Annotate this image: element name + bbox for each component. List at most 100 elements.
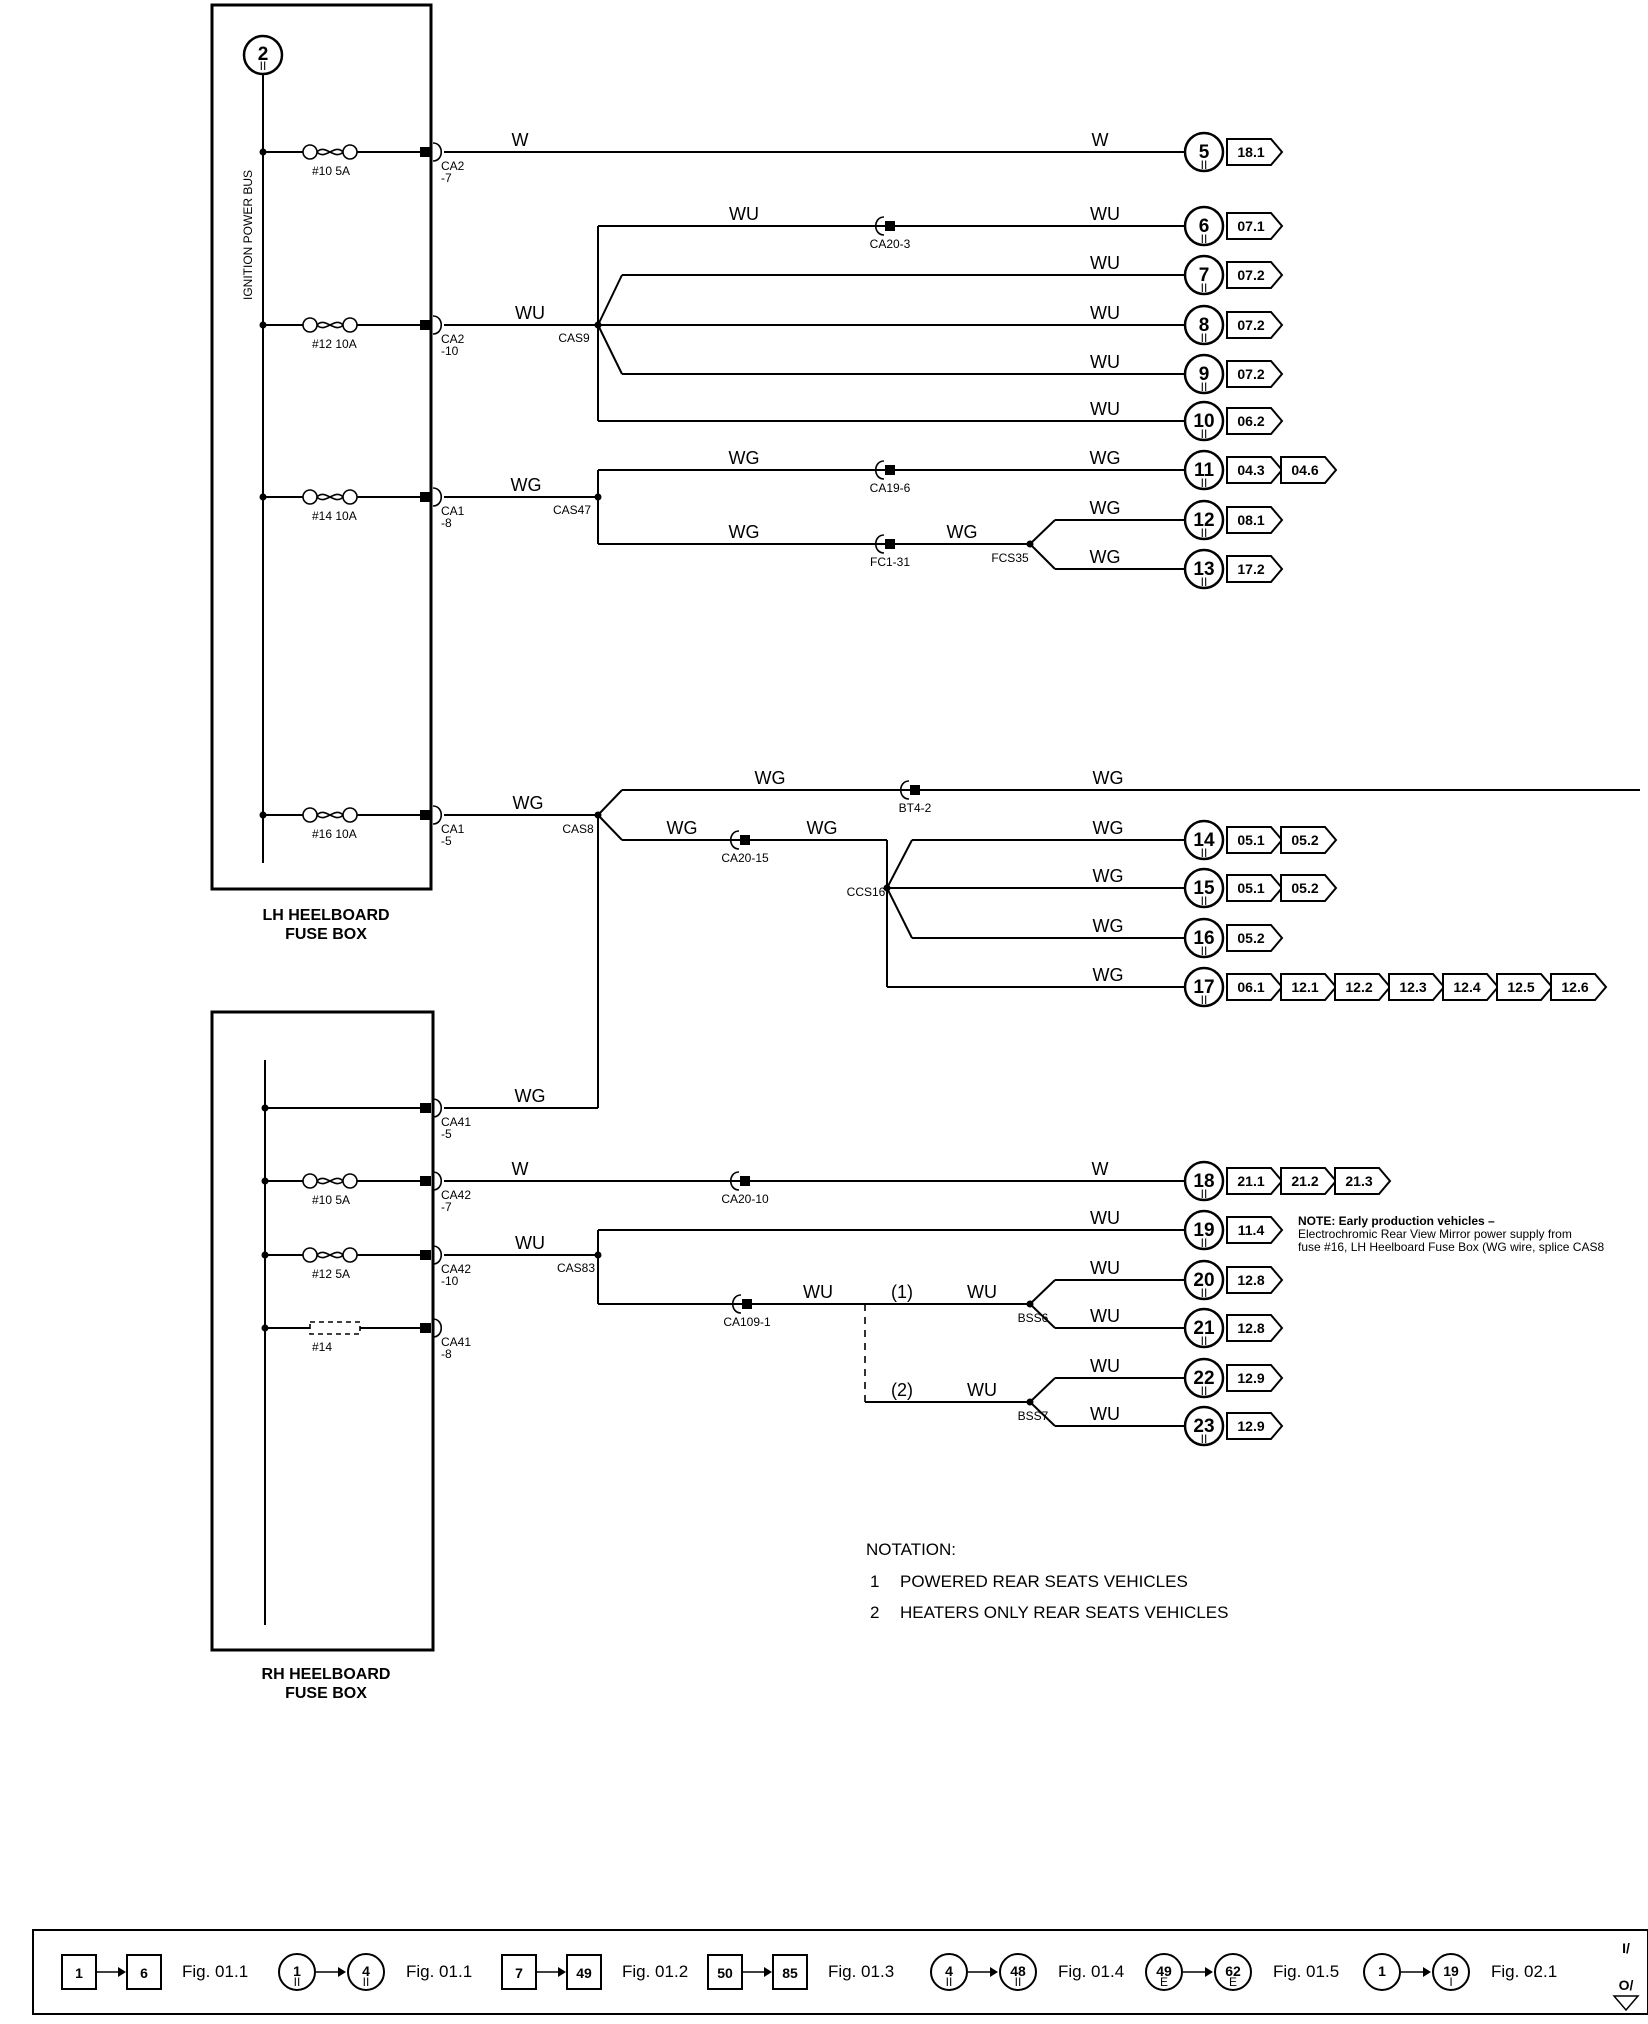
destination-sub: II (1201, 427, 1208, 441)
page-reference-arrow (1226, 1266, 1284, 1294)
legend-circle (278, 1953, 316, 1991)
splice-branch (597, 324, 623, 375)
wire-colour-label: WU (1090, 204, 1120, 224)
inline-connector-pin (885, 539, 895, 549)
splice-branch (1029, 543, 1056, 570)
legend-circle (1432, 1953, 1470, 1991)
page-reference-arrow (1550, 973, 1608, 1001)
page-reference-arrow (1496, 973, 1554, 1001)
wire-colour-label: WU (1090, 253, 1120, 273)
splice-label: FCS35 (991, 551, 1029, 565)
inline-socket (874, 216, 885, 236)
page-reference-label: 08.1 (1237, 512, 1264, 528)
connector-socket (432, 1171, 443, 1191)
page-reference-arrow (1334, 973, 1392, 1001)
page-reference-arrow (1280, 1167, 1338, 1195)
page-reference-arrow (1334, 1167, 1392, 1195)
fuse-symbol-missing (309, 1321, 361, 1335)
fuse-label: #12 5A (312, 1267, 350, 1281)
rh-fuse-box-outline (210, 1010, 435, 1652)
page-reference-label: 21.1 (1237, 1173, 1264, 1189)
page-reference-label: 06.2 (1237, 413, 1264, 429)
destination-number: 9 (1199, 364, 1210, 385)
destination-circle (1183, 304, 1225, 346)
legend-figure-label: Fig. 01.3 (828, 1962, 894, 1981)
destination-sub: II (1201, 846, 1208, 860)
legend-arrow-head (338, 1967, 346, 1977)
legend-number: 49 (1156, 1963, 1172, 1979)
page-reference-label: 12.9 (1237, 1370, 1264, 1386)
wire-colour-label: WG (729, 522, 760, 542)
splice-branch (1029, 519, 1056, 545)
destination-sub: II (1201, 1286, 1208, 1300)
notation-number: 1 (870, 1572, 879, 1591)
legend-circle (1145, 1953, 1183, 1991)
legend-figure-label: Fig. 01.2 (622, 1962, 688, 1981)
splice-branch (597, 814, 623, 841)
rh-fuse-box-label: RH HEELBOARD (262, 1666, 391, 1683)
inline-connector-label: CA20-3 (870, 237, 911, 251)
connector-socket (432, 805, 443, 825)
inline-connector-pin (740, 1176, 750, 1186)
fuse-label: #16 10A (312, 827, 357, 841)
inline-socket (899, 780, 910, 800)
legend-circle (999, 1953, 1037, 1991)
destination-circle (1183, 1160, 1225, 1202)
connector-socket (432, 1098, 443, 1118)
page-reference-label: 12.4 (1453, 979, 1480, 995)
legend-number: 1 (293, 1963, 301, 1979)
destination-number: 15 (1193, 878, 1215, 899)
page-reference-label: 05.2 (1291, 832, 1318, 848)
destination-number: 7 (1199, 265, 1210, 286)
legend-number-sub: II (1015, 1975, 1022, 1989)
wire-colour-label: WU (515, 1233, 545, 1253)
connector-name: CA42 (441, 1262, 471, 1276)
inline-connector-label: CA20-10 (721, 1192, 769, 1206)
wire-colour-label: W (512, 130, 529, 150)
wire-colour-label: WG (515, 1086, 546, 1106)
notation-title: NOTATION: (866, 1540, 956, 1559)
page-reference-label: 12.8 (1237, 1272, 1264, 1288)
page-reference-arrow (1226, 1216, 1284, 1244)
wire-colour-label: WU (1090, 1306, 1120, 1326)
splice-branch (597, 274, 623, 326)
legend-circle (1363, 1953, 1401, 1991)
page-reference-label: 11.4 (1238, 1222, 1265, 1238)
destination-circle (1183, 449, 1225, 491)
destination-circle (1183, 400, 1225, 442)
page-reference-label: 04.6 (1291, 462, 1318, 478)
lh-fuse-box-label: FUSE BOX (285, 926, 367, 943)
legend-arrow-head (1205, 1967, 1213, 1977)
inline-socket (729, 1171, 740, 1191)
wire-colour-label: W (1092, 130, 1109, 150)
splice-dot (594, 1251, 602, 1259)
destination-number: 5 (1199, 142, 1210, 163)
rh-fuse-box-label: FUSE BOX (285, 1685, 367, 1702)
destination-circle (1183, 1357, 1225, 1399)
fuse-symbol (342, 1247, 358, 1263)
page-reference-arrow (1442, 973, 1500, 1001)
legend-number-sub: II (946, 1975, 953, 1989)
inline-connector-label: CA109-1 (723, 1315, 771, 1329)
destination-sub: II (1201, 993, 1208, 1007)
fuse-symbol (302, 807, 318, 823)
power-bus-label: IGNITION POWER BUS (241, 170, 255, 300)
legend-arrow-head (118, 1967, 126, 1977)
page-reference-arrow (1388, 973, 1446, 1001)
page-reference-label: 05.2 (1237, 930, 1264, 946)
legend-number: 49 (576, 1965, 592, 1981)
wire-colour-label: WG (511, 475, 542, 495)
note-line: Electrochromic Rear View Mirror power su… (1298, 1227, 1572, 1241)
page-reference-label: 12.9 (1237, 1418, 1264, 1434)
destination-number: 12 (1193, 510, 1214, 531)
destination-sub: II (1201, 331, 1208, 345)
wire-colour-label: WU (1090, 1356, 1120, 1376)
fuse-label: #12 10A (312, 337, 357, 351)
page-reference-arrow (1226, 874, 1284, 902)
inline-connector-pin (885, 465, 895, 475)
destination-sub: II (1201, 575, 1208, 589)
inline-socket (874, 534, 885, 554)
destination-circle (1183, 966, 1225, 1008)
fuse-symbol (316, 811, 344, 819)
